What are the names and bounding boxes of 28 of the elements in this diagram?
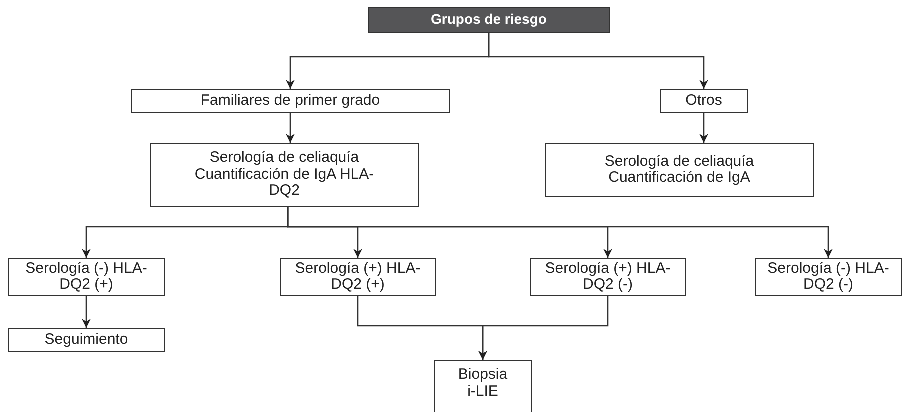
box-text: Seguimiento	[44, 332, 128, 348]
process-box	[530, 258, 686, 296]
process-box	[755, 258, 902, 296]
process-box	[545, 143, 814, 197]
box-text: Serología (-) HLA-DQ2 (+)	[24, 260, 148, 294]
box-text: Serología de celiaquía Cuantificación de IgA HLA-DQ2	[194, 150, 376, 200]
process-box	[434, 360, 532, 412]
arrow	[286, 113, 295, 143]
process-box	[131, 89, 450, 113]
process-box	[280, 258, 436, 296]
process-box	[8, 328, 165, 352]
arrow	[488, 33, 708, 89]
header-box	[368, 7, 610, 33]
box-text: Grupos de riesgo	[431, 12, 547, 28]
process-box	[8, 258, 165, 296]
box-text: Otros	[686, 92, 722, 110]
box-text: Serología (+) HLA-DQ2 (-)	[544, 260, 672, 294]
arrow	[478, 296, 609, 360]
process-box	[150, 143, 419, 207]
arrow	[82, 296, 91, 328]
box-text: Familiares de primer grado	[200, 92, 380, 110]
arrow	[700, 113, 708, 143]
process-box	[660, 89, 748, 113]
arrow	[287, 207, 833, 258]
box-text: Serología (+) HLA-DQ2 (+)	[294, 260, 422, 294]
box-text: Serología de celiaquía Cuantificación de IgA	[604, 154, 756, 186]
box-text: Biopsia i-LIE	[457, 367, 509, 400]
box-text: Serología (-) HLA-DQ2 (-)	[766, 260, 890, 294]
